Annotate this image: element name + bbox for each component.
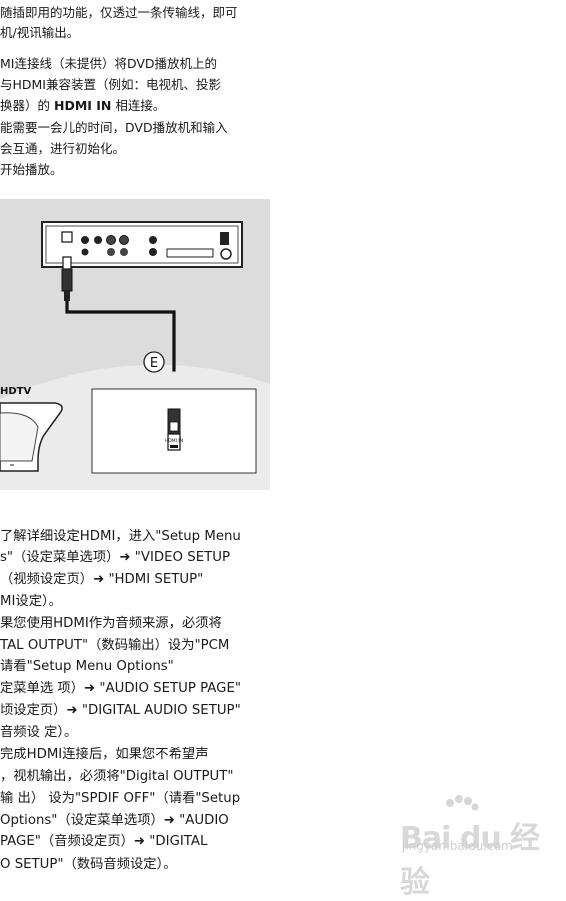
dvd-player-back-panel (41, 221, 243, 268)
hdmi-out-port-icon (61, 231, 73, 243)
hdmi-in-label: HDMI IN (165, 438, 183, 444)
watermark-logo-text: Bai du 经验 (400, 821, 540, 900)
text-line: 机/视讯输出。 (0, 25, 80, 40)
switch-icon (220, 232, 229, 245)
text-line: 完成HDMI连接后，如果您不希望声 (0, 747, 209, 762)
text-line: 果您使用HDMI作为音频来源，必须将 (0, 616, 222, 631)
jack-icon (107, 248, 115, 256)
paw-icon (446, 795, 479, 811)
text-line: 随插即用的功能，仅透过一条传输线，即可 (0, 5, 238, 20)
watermark-url: jingyan.baidu.com (402, 839, 513, 853)
text-line: 定菜单选 项）➜ "AUDIO SETUP PAGE" (0, 681, 241, 696)
text-line: MI连接线（未提供）将DVD播放机上的 (0, 56, 218, 71)
text-line: 音频设 定）。 (0, 725, 78, 740)
text-line: ，视机输出，必须将"Digital OUTPUT" (0, 769, 234, 784)
text-line: TAL OUTPUT"（数码输出）设为"PCM (0, 638, 230, 653)
power-socket-icon (220, 248, 232, 260)
hdmi-in-plug: HDMI IN (165, 408, 183, 451)
hdmi-connection-diagram: HDTV HDMI IN E (0, 199, 270, 490)
text-line: 请看"Setup Menu Options" (0, 659, 174, 674)
callout-letter: E (150, 356, 158, 371)
hdmi-cable (61, 256, 176, 409)
text-fragment: 相连接。 (111, 98, 166, 113)
jack-icon (149, 248, 157, 256)
jack-icon (119, 235, 129, 245)
jack-icon (120, 248, 128, 256)
jack-icon (106, 235, 116, 245)
callout-e: E (143, 351, 165, 373)
text-fragment: 换器）的 (0, 98, 54, 113)
text-line-hdmi-in: 换器）的 HDMI IN 相连接。 (0, 97, 165, 115)
jack-icon (94, 236, 102, 244)
text-line: 开始播放。 (0, 162, 63, 177)
tv-label: HDTV (0, 386, 31, 397)
text-line: Options"（设定菜单选项）➜ "AUDIO (0, 813, 229, 828)
jack-icon (81, 248, 89, 256)
text-line: O SETUP"（数码音频设定）。 (0, 857, 177, 872)
jack-icon (149, 236, 157, 244)
tv-shape: HDTV (0, 386, 63, 472)
hdmi-in-bold: HDMI IN (53, 98, 112, 113)
text-line: （视频设定页）➜ "HDMI SETUP" (0, 572, 204, 587)
text-line: 会互通，进行初始化。 (0, 141, 126, 156)
text-line: PAGE"（音频设定页）➜ "DIGITAL (0, 834, 208, 849)
text-line: 能需要一会儿的时间，DVD播放机和输入 (0, 120, 228, 135)
text-line: 与HDMI兼容装置（例如：电视机、投影 (0, 77, 221, 92)
baidu-jingyan-watermark: Bai du 经验 jingyan.baidu.com (400, 795, 550, 900)
text-line: 输 出） 设为"SPDIF OFF"（请看"Setup (0, 791, 241, 806)
text-line: MI设定）。 (0, 594, 62, 609)
jack-icon (81, 236, 89, 244)
scart-connector-icon (166, 248, 214, 258)
text-line: 顷设定页）➜ "DIGITAL AUDIO SETUP" (0, 703, 241, 718)
text-line: s"（设定菜单选项）➜ "VIDEO SETUP (0, 550, 230, 565)
text-line: 了解详细设定HDMI，进入"Setup Menu (0, 529, 241, 544)
